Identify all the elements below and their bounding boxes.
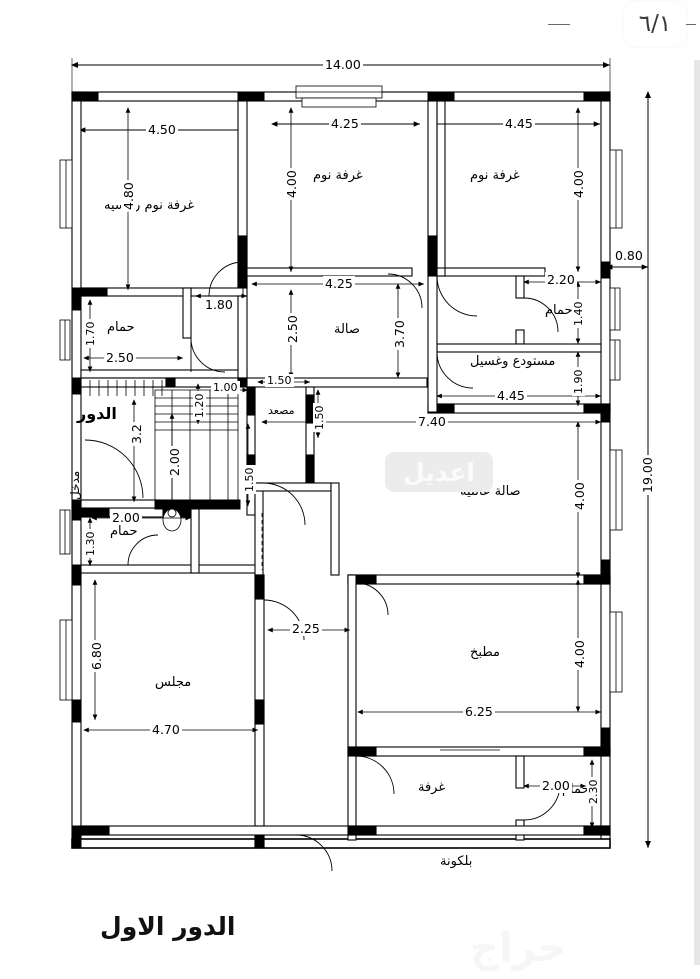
- page-badge-rule-right: [682, 24, 696, 25]
- dim-bath-lr-h: 2.30: [587, 777, 600, 806]
- room-label-bathroom-lower-left: حمام: [110, 524, 138, 539]
- dim-bath-right-h: 1.40: [572, 299, 585, 328]
- dim-stair-sub: 1.20: [193, 391, 206, 420]
- dim-elev-h: 1.50: [313, 403, 326, 432]
- dim-family-h: 4.00: [572, 480, 587, 512]
- page-indicator: ٦/١: [624, 2, 686, 46]
- dim-stair-run: 2.00: [167, 446, 182, 478]
- dim-door-master: 1.80: [203, 297, 235, 312]
- dim-hall-h: 3.70: [392, 318, 407, 350]
- room-label-master-bedroom: غرفة نوم رئيسيه: [104, 198, 195, 213]
- dim-store-w: 4.45: [495, 388, 527, 403]
- dim-stair-w: 1.00: [211, 381, 240, 394]
- dim-elev-w: 1.50: [265, 374, 294, 387]
- dim-bed-center-depth: 4.00: [284, 168, 299, 200]
- watermark-deal: اعديل: [385, 452, 493, 492]
- dim-hall-w: 4.25: [323, 276, 355, 291]
- dim-top-seg-1: 4.50: [146, 122, 178, 137]
- dim-bath-lr-w: 2.00: [540, 778, 572, 793]
- room-label-bedroom-right: غرفة نوم: [470, 168, 520, 183]
- room-label-entrance: مدخل: [68, 470, 82, 500]
- dim-elev-below: 1.50: [243, 465, 256, 494]
- dim-majlis-w: 4.70: [150, 722, 182, 737]
- dim-bath-master-w: 2.50: [104, 350, 136, 365]
- dim-store-h: 1.90: [572, 367, 585, 396]
- dim-bath-master-h: 1.70: [84, 319, 97, 348]
- dim-bath-right-w: 2.20: [545, 272, 577, 287]
- dim-bath-ll-h: 1.30: [84, 529, 97, 558]
- dim-family-w: 7.40: [416, 414, 448, 429]
- room-label-room-lower: غرفة: [418, 780, 446, 795]
- dim-kitchen-h: 4.00: [572, 638, 587, 670]
- room-label-majlis: مجلس: [155, 675, 192, 690]
- dim-stair-label-num: 3.2: [129, 422, 144, 446]
- room-label-bathroom-master: حمام: [107, 320, 135, 335]
- room-label-kitchen: مطبخ: [470, 645, 500, 660]
- dim-top-seg-3: 4.45: [503, 116, 535, 131]
- dim-right-offset: 0.80: [613, 248, 645, 263]
- room-label-balcony: بلكونة: [440, 854, 473, 869]
- dim-top-seg-2: 4.25: [329, 116, 361, 131]
- plan-caption: الدور الاول: [100, 912, 236, 941]
- dim-bed-right-depth: 4.00: [571, 168, 586, 200]
- watermark-haraj: حراج: [470, 925, 568, 971]
- room-label-elevator: مصعد: [268, 404, 295, 417]
- dim-right-overall: 19.00: [640, 455, 655, 495]
- dim-master-depth: 4.80: [121, 180, 136, 212]
- dim-hall-sub: 2.50: [285, 313, 300, 345]
- dim-bath-ll-w: 2.00: [110, 510, 142, 525]
- page-right-edge: [694, 60, 700, 965]
- page-badge-rule-left: [548, 24, 570, 25]
- room-label-stairs: الدور: [77, 404, 117, 423]
- dim-top-overall: 14.00: [323, 57, 363, 72]
- dim-majlis-h: 6.80: [89, 640, 104, 672]
- dim-kitchen-w: 6.25: [463, 704, 495, 719]
- room-label-bedroom-center: غرفة نوم: [313, 168, 363, 183]
- room-label-bathroom-right: حمام: [545, 303, 573, 318]
- dim-corridor: 2.25: [290, 621, 322, 636]
- room-label-hall: صالة: [334, 322, 360, 337]
- room-label-storage-laundry: مستودع وغسيل: [470, 354, 556, 369]
